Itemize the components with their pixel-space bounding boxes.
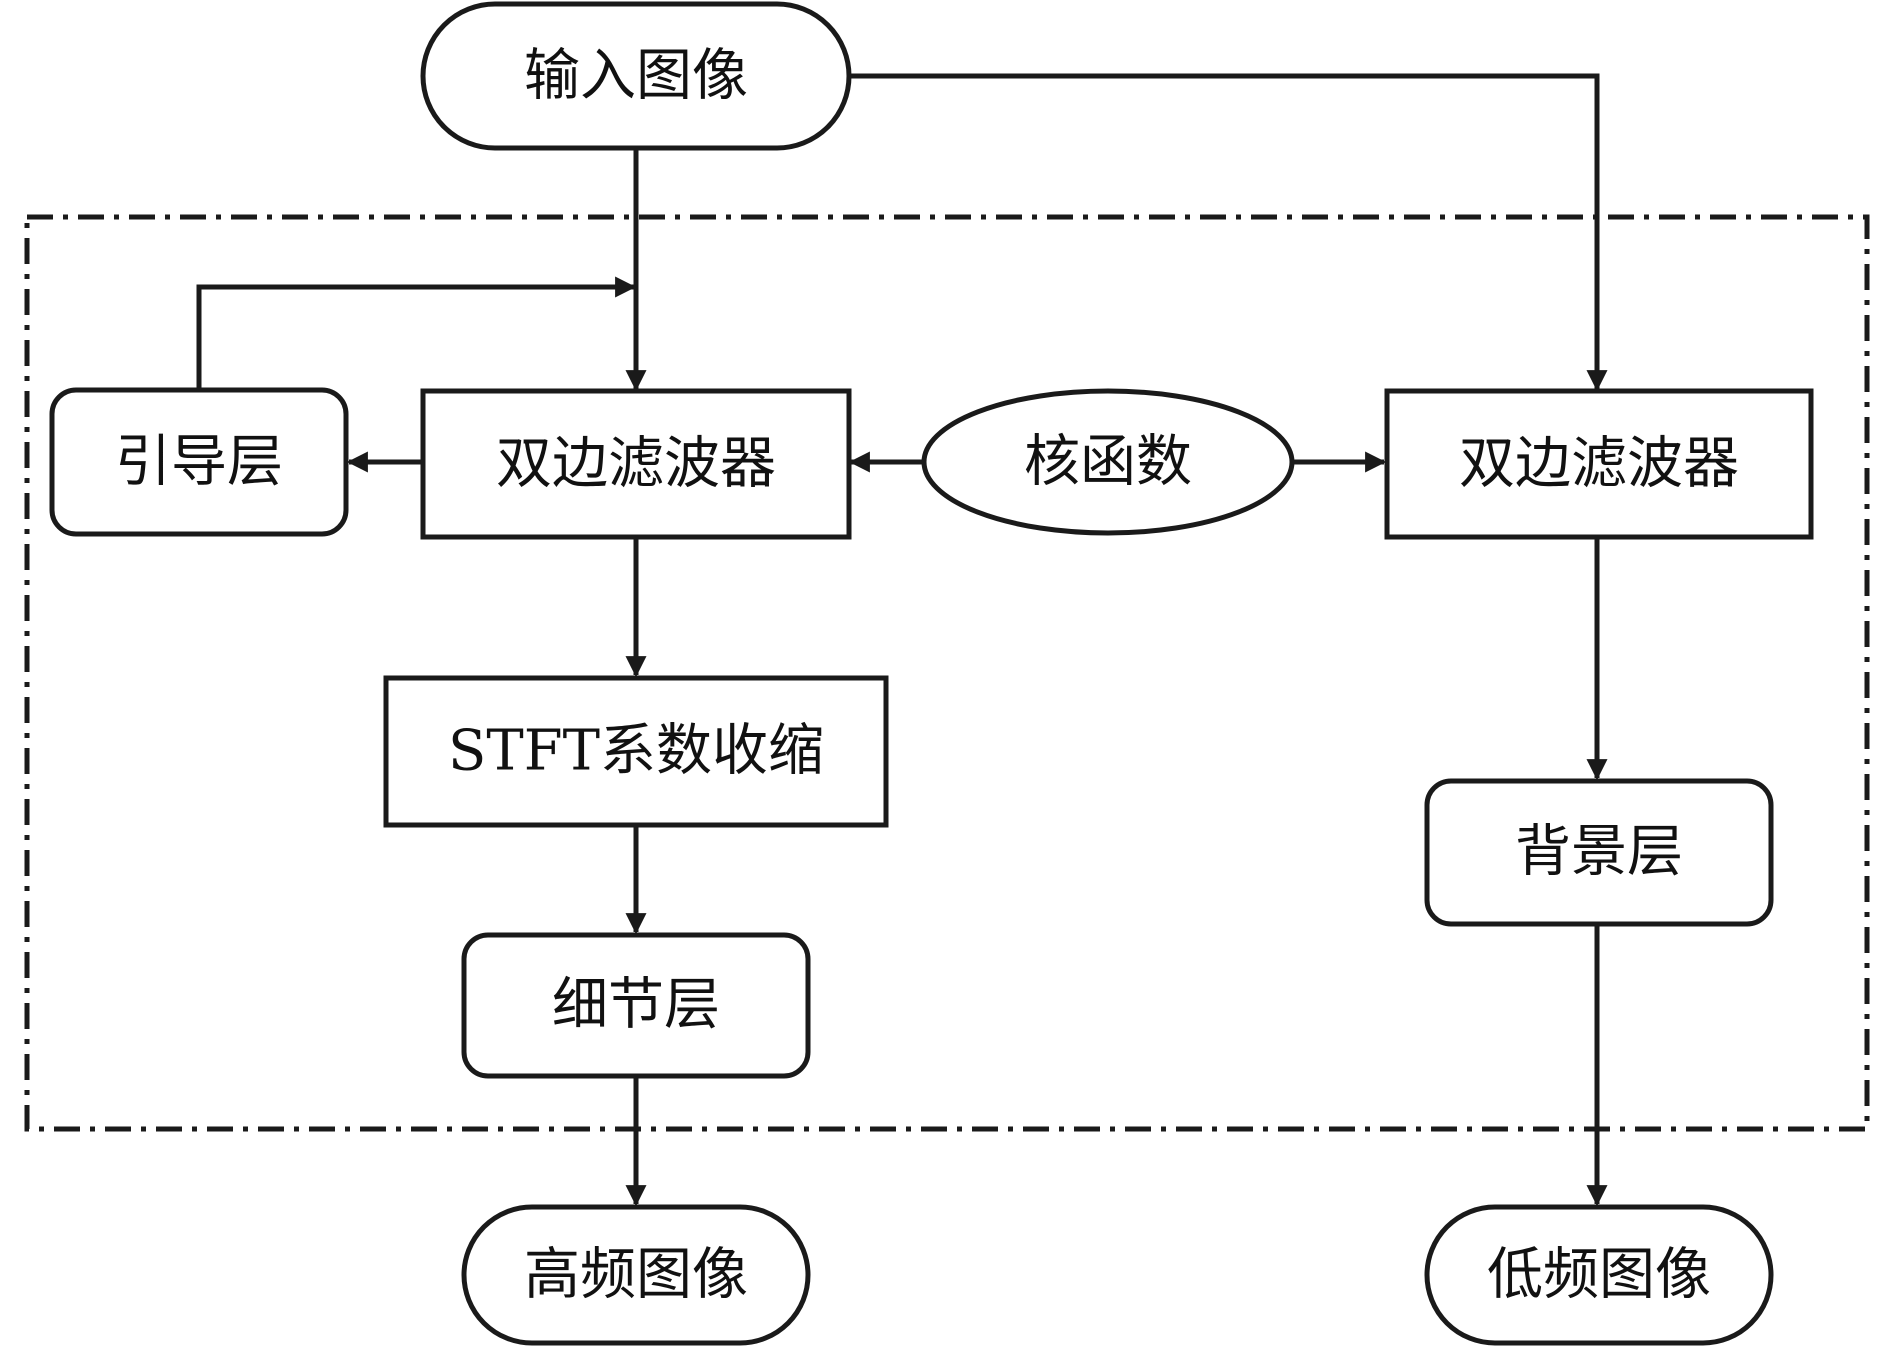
bilateral-filter-left-label: 双边滤波器 [496,432,776,497]
guide-layer-label: 引导层 [115,430,283,495]
background-layer-label: 背景层 [1515,820,1683,885]
node-high-freq-image: 高频图像 [461,1204,811,1346]
node-bilateral-filter-left: 双边滤波器 [420,388,852,540]
node-stft-shrinkage: STFT系数收缩 [383,675,889,828]
edges [196,73,1608,1207]
processing-frame [24,214,1870,1132]
node-bilateral-filter-right: 双边滤波器 [1384,388,1814,540]
node-guide-layer: 引导层 [49,387,349,537]
edge-guide-feedback [196,276,637,390]
node-input-image: 输入图像 [420,1,852,151]
node-low-freq-image: 低频图像 [1424,1204,1774,1346]
node-background-layer: 背景层 [1424,778,1774,927]
input-image-label: 输入图像 [524,44,748,109]
kernel-function-label: 核函数 [1024,430,1192,495]
high-freq-image-label: 高频图像 [524,1243,748,1308]
stft-shrinkage-label: STFT系数收缩 [448,719,824,784]
node-kernel-function: 核函数 [921,388,1295,536]
detail-layer-label: 细节层 [552,973,720,1038]
node-detail-layer: 细节层 [461,932,811,1079]
low-freq-image-label: 低频图像 [1487,1243,1711,1308]
bilateral-filter-right-label: 双边滤波器 [1459,432,1739,497]
edge-input-to-filter-right [849,73,1608,392]
